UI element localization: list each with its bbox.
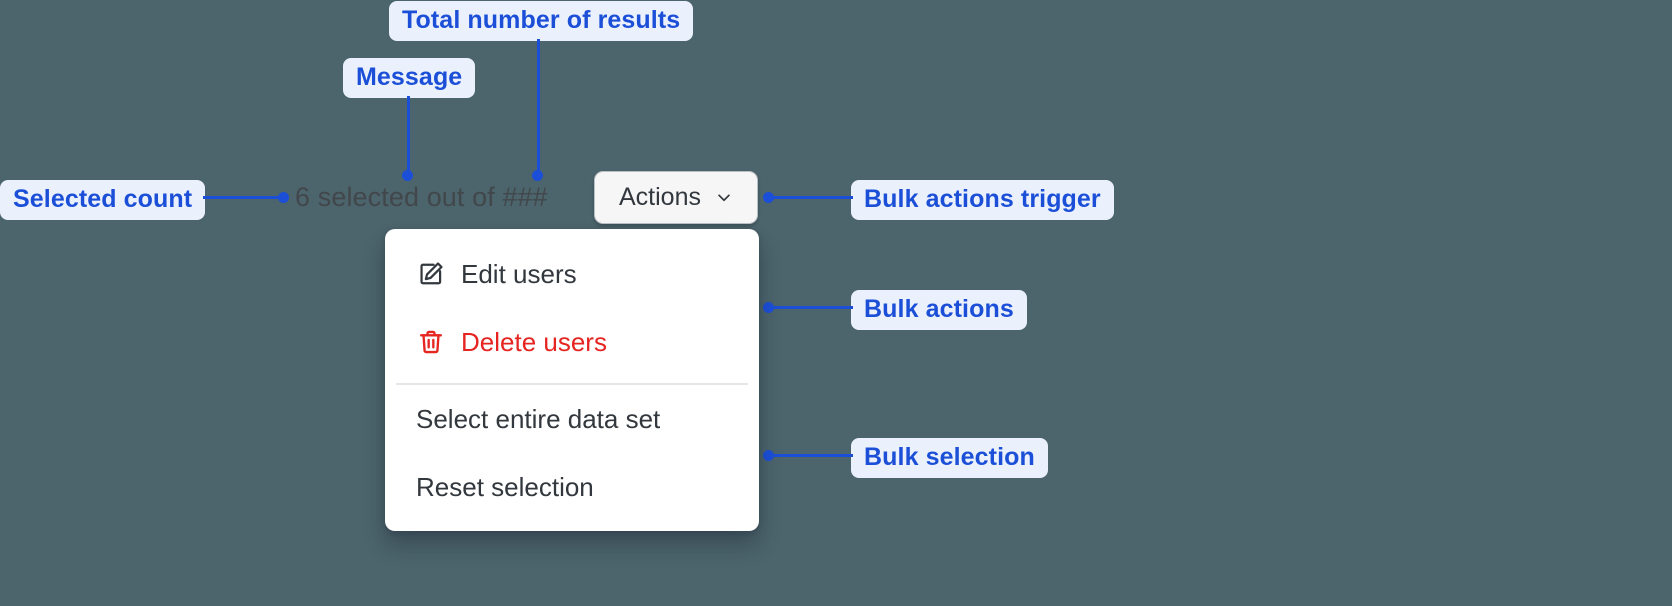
bulk-actions-trigger-label: Actions xyxy=(619,183,701,211)
annotation-message: Message xyxy=(343,58,476,98)
connector-dot-bulk-selection xyxy=(763,450,774,461)
connector-line-bulk-actions-trigger xyxy=(768,196,853,199)
connector-dot-total-number-of-results xyxy=(532,170,543,181)
chevron-down-icon xyxy=(715,189,733,207)
annotation-total-number-of-results: Total number of results xyxy=(389,1,694,41)
connector-line-message xyxy=(407,96,410,176)
annotation-bulk-actions: Bulk actions xyxy=(851,290,1027,330)
selected-count-middle-text: selected out of xyxy=(310,182,503,212)
menu-item-select-entire-data-set[interactable]: Select entire data set xyxy=(385,392,759,446)
pencil-square-icon xyxy=(416,259,446,289)
bulk-actions-dropdown-menu: Edit users Delete users Select entire da… xyxy=(385,229,759,531)
connector-dot-bulk-actions-trigger xyxy=(763,192,774,203)
trash-icon xyxy=(416,327,446,357)
selected-count-message: 6 selected out of ### xyxy=(295,180,548,214)
menu-item-select-entire-data-set-label: Select entire data set xyxy=(416,404,661,434)
connector-line-bulk-selection xyxy=(768,454,853,457)
selected-count-value: 6 xyxy=(295,182,311,212)
menu-item-edit-users[interactable]: Edit users xyxy=(385,247,759,301)
menu-item-reset-selection[interactable]: Reset selection xyxy=(385,460,759,514)
connector-line-bulk-actions xyxy=(768,306,853,309)
connector-line-selected-count xyxy=(203,196,285,199)
menu-item-delete-users[interactable]: Delete users xyxy=(385,315,759,369)
menu-item-reset-selection-label: Reset selection xyxy=(416,472,594,502)
annotation-selected-count: Selected count xyxy=(0,180,206,220)
bulk-actions-trigger-button[interactable]: Actions xyxy=(594,171,758,224)
connector-dot-bulk-actions xyxy=(763,302,774,313)
menu-item-delete-users-label: Delete users xyxy=(461,327,607,357)
connector-dot-message xyxy=(402,170,413,181)
annotation-bulk-selection: Bulk selection xyxy=(851,438,1048,478)
annotation-bulk-actions-trigger: Bulk actions trigger xyxy=(851,180,1114,220)
menu-divider xyxy=(396,383,748,385)
connector-line-total-number-of-results xyxy=(537,39,540,175)
connector-dot-selected-count xyxy=(278,192,289,203)
total-results-value: ### xyxy=(502,182,548,212)
menu-item-edit-users-label: Edit users xyxy=(461,259,577,289)
